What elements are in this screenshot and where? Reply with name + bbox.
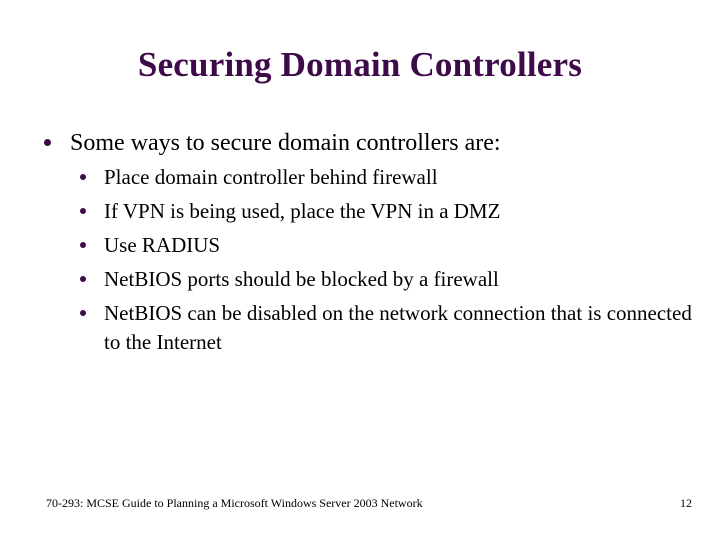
footer-course-label: 70-293: MCSE Guide to Planning a Microso… bbox=[46, 496, 423, 510]
sub-bullet-list: Place domain controller behind firewall … bbox=[36, 163, 692, 357]
bullet-dot-icon bbox=[80, 242, 86, 248]
bullet-dot-icon bbox=[80, 174, 86, 180]
sub-bullet-label: NetBIOS ports should be blocked by a fir… bbox=[104, 267, 499, 291]
bullet-level1-label: Some ways to secure domain controllers a… bbox=[70, 130, 501, 156]
sub-bullet-label: If VPN is being used, place the VPN in a… bbox=[104, 199, 501, 223]
list-item: NetBIOS can be disabled on the network c… bbox=[36, 299, 692, 357]
sub-bullet-label: Place domain controller behind firewall bbox=[104, 165, 438, 189]
sub-bullet-label: NetBIOS can be disabled on the network c… bbox=[104, 301, 692, 354]
list-item: If VPN is being used, place the VPN in a… bbox=[36, 197, 692, 226]
page-title: Securing Domain Controllers bbox=[137, 45, 583, 84]
footer-page-number: 12 bbox=[680, 496, 692, 510]
bullet-dot-icon bbox=[80, 310, 86, 316]
list-item: Use RADIUS bbox=[36, 231, 692, 260]
bullet-item-level1: Some ways to secure domain controllers a… bbox=[36, 127, 692, 159]
bullet-dot-icon bbox=[80, 208, 86, 214]
slide-body: Some ways to secure domain controllers a… bbox=[36, 127, 692, 362]
list-item: NetBIOS ports should be blocked by a fir… bbox=[36, 265, 692, 294]
list-item: Place domain controller behind firewall bbox=[36, 163, 692, 192]
sub-bullet-label: Use RADIUS bbox=[104, 233, 221, 257]
slide-footer: 70-293: MCSE Guide to Planning a Microso… bbox=[0, 494, 720, 516]
bullet-dot-icon bbox=[80, 276, 86, 282]
bullet-dot-icon bbox=[44, 139, 51, 146]
